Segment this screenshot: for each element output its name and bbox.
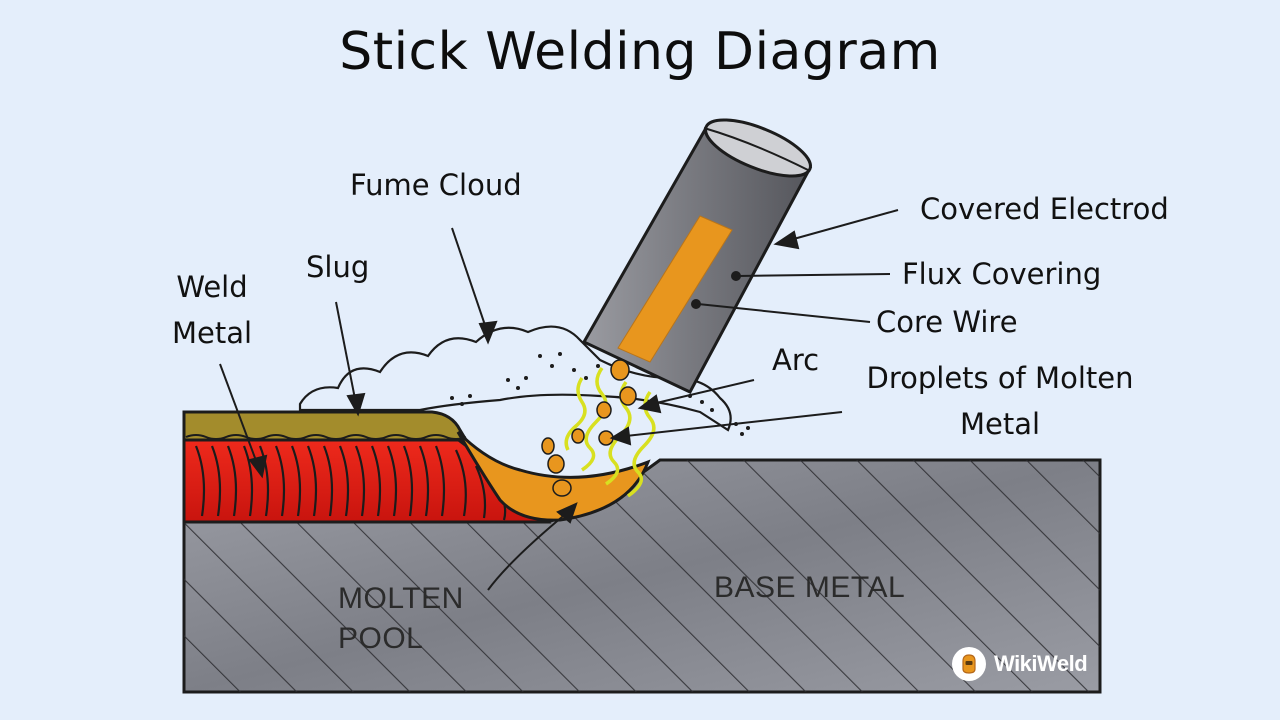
base-metal-label: BASE METAL [714,571,906,604]
molten-pool-label-line2: POOL [338,622,424,655]
droplets-label-line1: Droplets of Molten [866,361,1134,395]
wikiweld-logo: WikiWeld [952,647,1088,681]
covered-electrode-label: Covered Electrod [920,192,1169,226]
weld-metal-label-line1: Weld [176,270,248,304]
molten-droplets [541,359,637,497]
flux-covering-label: Flux Covering [902,257,1102,291]
molten-pool-label-line1: MOLTEN [338,582,464,615]
fume-cloud [298,325,732,432]
slug-label: Slug [306,250,370,284]
molten-pool [456,430,651,522]
page-title: Stick Welding Diagram [339,22,941,82]
fume-cloud-label: Fume Cloud [350,168,522,202]
droplets-label-line2: Metal [959,407,1041,441]
weld-metal-bead [182,436,552,524]
core-wire [617,215,733,363]
arc-label: Arc [772,343,820,377]
leader-arrows [219,209,899,591]
core-wire-label: Core Wire [876,305,1018,339]
logo-text: WikiWeld [994,651,1088,676]
weld-metal-label-line2: Metal [171,316,253,350]
base-metal-block [182,458,1102,694]
welding-helmet-icon [952,647,986,681]
